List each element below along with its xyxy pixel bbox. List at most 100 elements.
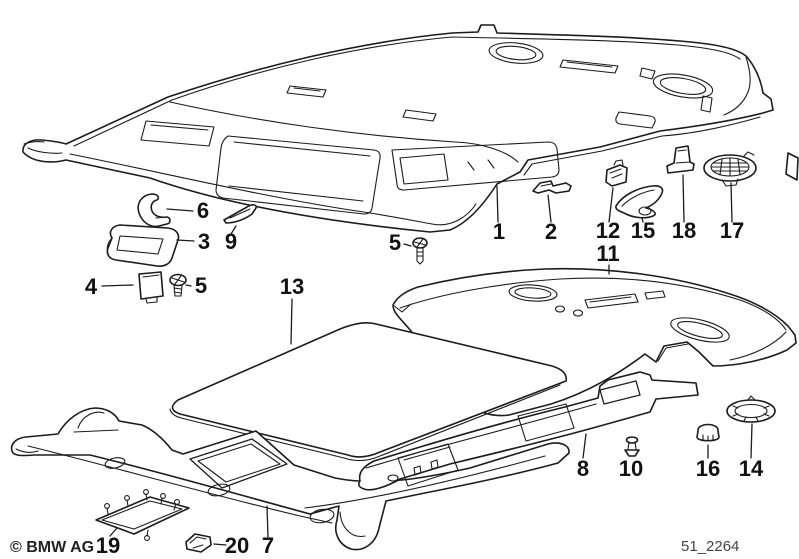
sunroof-opening-flange	[197, 443, 281, 483]
handle-recess-left	[140, 120, 215, 147]
grommet-plug	[696, 423, 720, 442]
callout-11[interactable]: 11	[596, 241, 619, 266]
sun-visor-recess-left	[215, 135, 381, 215]
expanding-rivet	[624, 436, 640, 457]
callout-4[interactable]: 4	[85, 274, 98, 299]
headliner-hole-1	[104, 457, 126, 469]
mounting-plate	[95, 489, 190, 541]
leader-line	[608, 187, 614, 223]
shelf-hole-1	[554, 305, 566, 313]
sun-visor-recess-center	[391, 141, 560, 191]
callout-7[interactable]: 7	[262, 533, 274, 558]
headliner-outline	[22, 24, 774, 233]
screw-left	[169, 273, 187, 297]
roof-slot-left	[286, 85, 327, 98]
callout-20[interactable]: 20	[225, 533, 249, 558]
pillar-foot-line	[339, 511, 366, 537]
bracket-clip-18	[666, 145, 695, 174]
sunroof-headliner	[10, 407, 570, 551]
parcel-shelf-tip-fold	[392, 303, 412, 313]
map-light-recess	[615, 111, 656, 129]
parcel-shelf-notch	[657, 331, 787, 362]
headliner-front-band-inner	[69, 153, 477, 226]
callout-2[interactable]: 2	[545, 219, 557, 244]
leader-line	[176, 239, 195, 242]
callout-5-right[interactable]: 5	[389, 230, 401, 255]
sunroof-headliner-rear-edge	[304, 455, 546, 509]
callout-6[interactable]: 6	[197, 198, 209, 223]
handle-end-support	[137, 193, 171, 228]
callout-19[interactable]: 19	[96, 533, 120, 558]
dome-light-opening-front	[488, 42, 544, 64]
headliner-hole-2	[207, 483, 231, 497]
roof-slot-right	[559, 59, 619, 74]
callout-9[interactable]: 9	[225, 229, 237, 254]
headliner-panel	[22, 24, 774, 233]
trim-rail-clip-marks	[413, 459, 439, 476]
trim-rail-hole	[387, 474, 399, 482]
leader-line	[166, 208, 194, 212]
sun-visor-recess-center-handle	[399, 153, 495, 185]
callout-5-left[interactable]: 5	[195, 273, 207, 298]
copyright-text: © BMW AG	[10, 539, 94, 556]
headliner-right-fold	[723, 56, 751, 116]
leader-lines	[101, 174, 753, 546]
tip-line	[15, 448, 39, 453]
callout-18[interactable]: 18	[672, 218, 696, 243]
roof-slot-mid	[402, 109, 437, 122]
roof-tab-slot	[700, 95, 713, 113]
callout-17[interactable]: 17	[720, 218, 744, 243]
callout-12[interactable]: 12	[596, 218, 620, 243]
screw-right	[412, 237, 428, 265]
round-cover-cap	[726, 395, 776, 423]
headliner-near-edge-inner	[523, 116, 761, 176]
leader-line	[682, 174, 685, 223]
sun-visor-recess-left-inner	[228, 141, 371, 202]
headliner-tip-lines	[23, 141, 63, 154]
callout-13[interactable]: 13	[280, 274, 304, 299]
clip-20	[185, 533, 212, 553]
handle-cover-cap	[138, 271, 164, 304]
callout-16[interactable]: 16	[696, 456, 720, 481]
headliner-edge-strip	[785, 152, 799, 181]
callout-3[interactable]: 3	[198, 229, 210, 254]
leader-line	[547, 194, 552, 223]
clip-12	[605, 159, 628, 187]
leader-line	[403, 243, 412, 247]
speaker-opening-right	[670, 317, 730, 343]
sunroof-headliner-front-edge	[27, 445, 333, 524]
parcel-shelf-flange	[399, 277, 787, 331]
callout-14[interactable]: 14	[739, 456, 764, 481]
leader-line	[582, 433, 587, 459]
sunroof-headliner-outline	[10, 407, 570, 551]
trim-rail-recess-left	[397, 443, 459, 487]
sunroof-opening	[189, 438, 288, 489]
callout-8[interactable]: 8	[577, 456, 589, 481]
shelf-small-cutout	[644, 290, 666, 300]
trim-rail	[358, 371, 699, 491]
shelf-hole-2	[572, 309, 584, 317]
leader-line	[213, 543, 227, 546]
leader-line	[185, 284, 192, 287]
callout-1[interactable]: 1	[493, 219, 505, 244]
headliner-crease	[169, 101, 519, 163]
leader-line	[496, 185, 499, 223]
leader-line	[101, 284, 134, 287]
shelf-slot	[584, 293, 639, 309]
speaker-grille-cover	[703, 151, 757, 187]
grab-handle	[106, 224, 180, 267]
sunroof-panel-thickness	[169, 384, 561, 462]
dome-light-opening-rear	[652, 73, 714, 99]
leader-line	[750, 423, 753, 459]
mounting-bracket	[532, 180, 572, 194]
leader-line	[230, 225, 237, 235]
callouts: 6 3 9 4 5 13 5 1 2 12 15 18 17 11 8 10 1…	[85, 198, 764, 558]
callout-10[interactable]: 10	[619, 456, 643, 481]
callout-15[interactable]: 15	[631, 218, 655, 243]
sun-visor-hook	[615, 185, 664, 219]
headliner-hole-3	[309, 508, 335, 524]
sunroof-panel-outline	[171, 322, 568, 458]
trim-rail-recess-right	[517, 403, 575, 442]
headliner-inner-roofline	[73, 36, 741, 147]
